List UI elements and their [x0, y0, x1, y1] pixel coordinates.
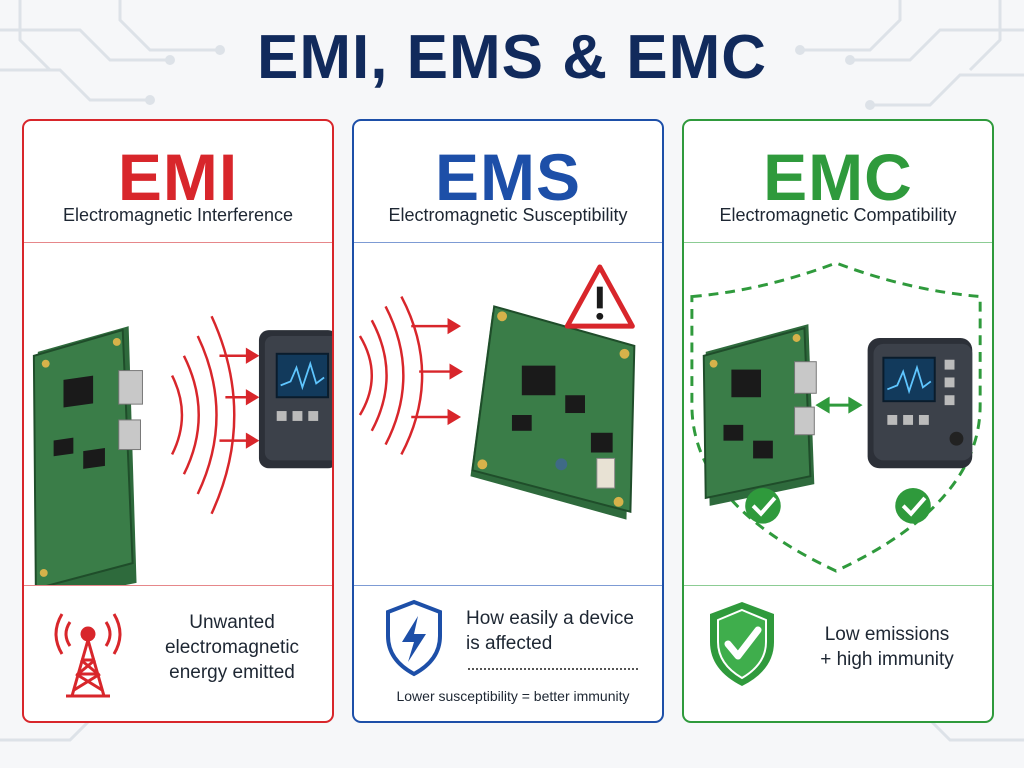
circuit-board-icon [32, 326, 143, 585]
ems-full-name: Electromagnetic Susceptibility [388, 205, 628, 225]
radio-tower-icon [54, 613, 122, 698]
ems-footer: How easily a device is affected Lower su… [354, 585, 662, 721]
emi-desc-line: Unwanted [189, 612, 275, 633]
monitor-device-icon [867, 338, 973, 469]
ems-header: EMS Electromagnetic Susceptibility [354, 121, 662, 243]
warning-icon [564, 264, 635, 329]
emc-illustration [690, 261, 982, 573]
arrow-icon [219, 347, 260, 449]
emc-full-name: Electromagnetic Compatibility [719, 205, 957, 225]
monitor-device-icon [258, 330, 332, 469]
emi-panel: EMI Electromagnetic Interference [22, 119, 334, 723]
emi-desc-line: energy emitted [169, 662, 295, 683]
check-icon [895, 488, 931, 524]
ems-illustration [358, 264, 636, 520]
page-title: EMI, EMS & EMC [256, 23, 768, 92]
ems-abbreviation: EMS [434, 140, 582, 214]
emc-header: EMC Electromagnetic Compatibility [684, 121, 992, 243]
dotted-divider [468, 668, 638, 670]
emc-footer: Low emissions + high immunity [684, 585, 992, 721]
ems-desc-line: How easily a device [466, 608, 634, 629]
emc-desc-line: Low emissions [824, 624, 950, 645]
emc-description: Low emissions + high immunity [792, 622, 982, 672]
incoming-waves-icon [358, 295, 424, 456]
circuit-board-icon [470, 305, 636, 520]
emc-desc-line: + high immunity [820, 649, 954, 670]
emc-panel: EMC Electromagnetic Compatibility [682, 119, 994, 723]
bidirectional-arrow-icon [815, 396, 863, 414]
emi-description: Unwanted electromagnetic energy emitted [142, 610, 322, 685]
shield-check-icon [710, 602, 774, 686]
ems-desc-line: is affected [466, 633, 553, 654]
emi-header: EMI Electromagnetic Interference [24, 121, 332, 243]
emi-desc-line: electromagnetic [164, 637, 300, 658]
emi-abbreviation: EMI [117, 140, 239, 214]
emc-abbreviation: EMC [763, 140, 913, 214]
shield-lightning-icon [386, 599, 442, 677]
emission-waves-icon [170, 315, 236, 515]
ems-note: Lower susceptibility = better immunity [396, 688, 630, 704]
emi-full-name: Electromagnetic Interference [62, 205, 294, 225]
check-icon [745, 488, 781, 524]
arrow-icon [411, 318, 464, 426]
emi-illustration [32, 315, 332, 585]
ems-panel: EMS Electromagnetic Susceptibility [352, 119, 664, 723]
ems-description: How easily a device is affected [466, 606, 656, 656]
circuit-board-icon [702, 324, 817, 506]
emi-footer: Unwanted electromagnetic energy emitted [24, 585, 332, 721]
